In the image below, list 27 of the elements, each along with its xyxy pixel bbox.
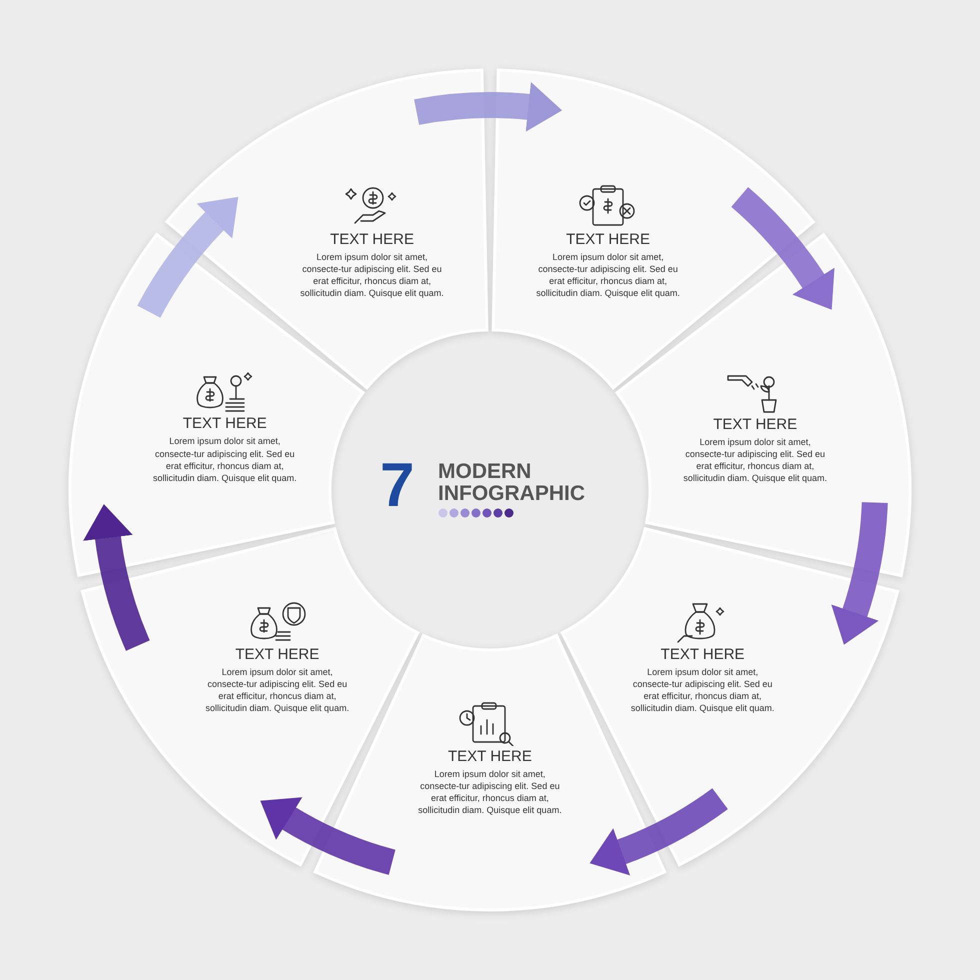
arrow (590, 788, 728, 875)
step-heading: TEXT HERE (235, 646, 320, 663)
step-count: 7 (380, 455, 414, 517)
step-description: Lorem ipsum dolor sit amet, consecte-tur adipiscing elit. Sed eu erat efficitur, rhoncus diam at, sollicitudin diam. Quisque elit quam. (152, 435, 298, 484)
step-heading: TEXT HERE (330, 230, 414, 248)
arrow (830, 502, 888, 646)
segment-card (493, 70, 814, 388)
infographic-title: MODERN INFOGRAPHIC (438, 461, 586, 505)
arrow (730, 187, 834, 310)
step-description: Lorem ipsum dolor sit amet, consecte-tur adipiscing elit. Sed eu erat efficitur, rhoncus diam at, sollicitudin diam. Quisque elit quam. (535, 250, 681, 300)
step-heading: TEXT HERE (448, 748, 532, 765)
step-description: Lorem ipsum dolor sit amet, consecte-tur adipiscing elit. Sed eu erat efficitur, rhoncus diam at, sollicitudin diam. Quisque elit quam. (417, 768, 563, 817)
step-heading: TEXT HERE (660, 646, 745, 663)
step-description: Lorem ipsum dolor sit amet, consecte-tur adipiscing elit. Sed eu erat efficitur, rhoncus diam at, sollicitudin diam. Quisque elit quam. (630, 666, 776, 714)
step-heading: TEXT HERE (182, 415, 267, 432)
segment-card (166, 70, 487, 388)
step-heading: TEXT HERE (566, 230, 650, 248)
arrow (138, 196, 238, 318)
step-heading: TEXT HERE (713, 416, 798, 433)
step-description: Lorem ipsum dolor sit amet, consecte-tur adipiscing elit. Sed eu erat efficitur, rhoncus diam at, sollicitudin diam. Quisque elit quam. (682, 436, 828, 484)
step-description: Lorem ipsum dolor sit amet, consecte-tur adipiscing elit. Sed eu erat efficitur, rhoncus diam at, sollicitudin diam. Quisque elit quam. (299, 250, 445, 300)
arrow (260, 796, 396, 875)
step-description: Lorem ipsum dolor sit amet, consecte-tur adipiscing elit. Sed eu erat efficitur, rhoncus diam at, sollicitudin diam. Quisque elit quam. (204, 666, 350, 714)
arrow (83, 504, 150, 650)
segment-card (562, 528, 898, 865)
segment-card (82, 528, 418, 865)
arrow (414, 82, 562, 132)
